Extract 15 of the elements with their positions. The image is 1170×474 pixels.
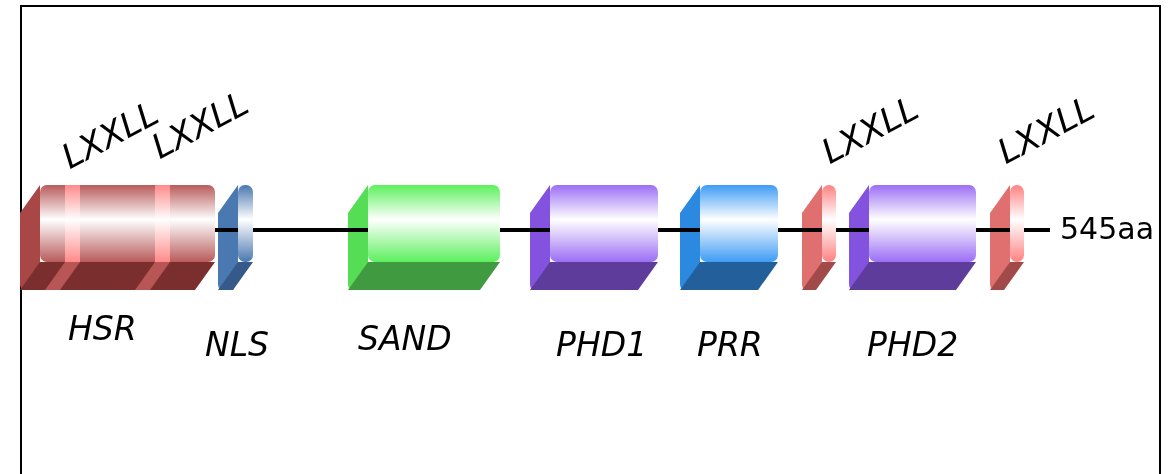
domain-label: NLS	[205, 328, 270, 361]
domain-label: HSR	[68, 312, 137, 345]
connector-line	[836, 228, 869, 232]
length-label: 545aa	[1060, 214, 1155, 244]
connector-line	[1024, 228, 1050, 232]
connector-line	[500, 228, 550, 232]
domain-label: PRR	[697, 328, 763, 361]
domain-label: SAND	[358, 322, 452, 355]
connector-line	[976, 228, 1010, 232]
connector-line	[215, 228, 238, 232]
connector-line	[658, 228, 700, 232]
domain-label: PHD2	[867, 328, 959, 361]
connector-line	[253, 228, 368, 232]
connector-line	[778, 228, 822, 232]
domain-label: PHD1	[556, 328, 648, 361]
